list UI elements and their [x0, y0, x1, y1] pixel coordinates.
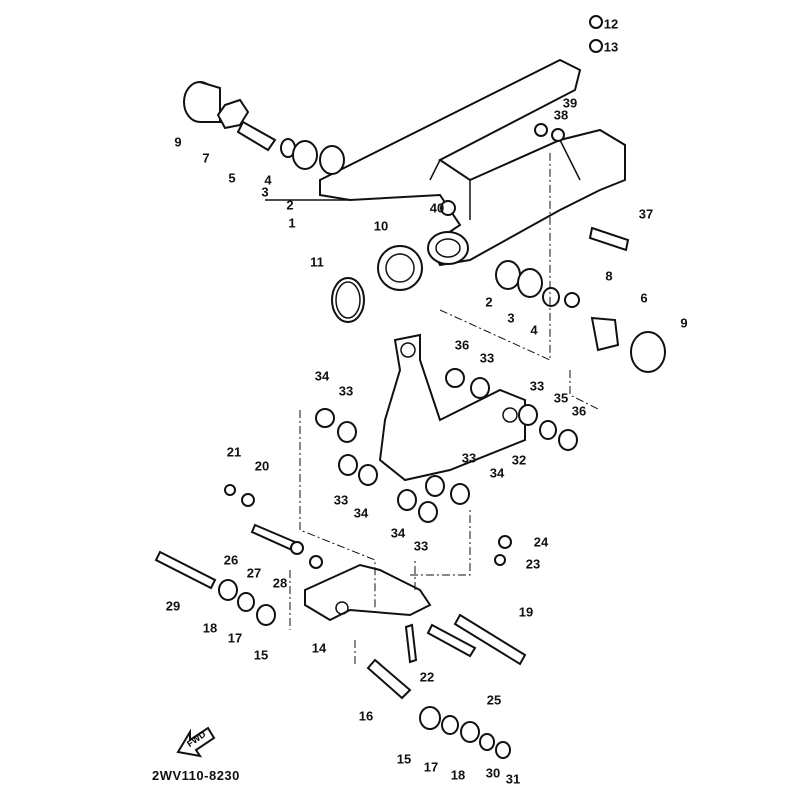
- callout-40: 40: [429, 200, 445, 216]
- callout-36: 36: [454, 337, 470, 353]
- callout-28: 28: [272, 575, 288, 591]
- callout-21: 21: [226, 444, 242, 460]
- callout-16: 16: [358, 708, 374, 724]
- callout-14: 14: [311, 640, 327, 656]
- callout-34: 34: [314, 368, 330, 384]
- callout-36: 36: [571, 403, 587, 419]
- callout-5: 5: [228, 170, 236, 186]
- callout-4: 4: [530, 322, 538, 338]
- seal-and-collar: [331, 245, 423, 323]
- swingarm: [319, 58, 626, 267]
- callout-18: 18: [202, 620, 218, 636]
- callout-25: 25: [486, 692, 502, 708]
- callout-32: 32: [511, 452, 527, 468]
- callout-39: 39: [562, 95, 578, 111]
- callout-33: 33: [529, 378, 545, 394]
- callout-29: 29: [165, 598, 181, 614]
- callout-33: 33: [333, 492, 349, 508]
- callout-33: 33: [413, 538, 429, 554]
- callout-6: 6: [640, 290, 648, 306]
- callout-20: 20: [254, 458, 270, 474]
- callout-9: 9: [174, 134, 182, 150]
- callout-34: 34: [489, 465, 505, 481]
- callout-15: 15: [396, 751, 412, 767]
- callout-1: 1: [288, 215, 296, 231]
- callout-34: 34: [390, 525, 406, 541]
- callout-9: 9: [680, 315, 688, 331]
- callout-26: 26: [223, 552, 239, 568]
- connecting-rod: [304, 563, 432, 622]
- callout-33: 33: [479, 350, 495, 366]
- callout-27: 27: [246, 565, 262, 581]
- callout-17: 17: [423, 759, 439, 775]
- callout-24: 24: [533, 534, 549, 550]
- callout-17: 17: [227, 630, 243, 646]
- callout-4: 4: [264, 172, 272, 188]
- leader-lines: [289, 150, 601, 665]
- relay-arm: [378, 333, 526, 482]
- callout-18: 18: [450, 767, 466, 783]
- right-pivot-parts: [440, 15, 666, 373]
- callout-11: 11: [310, 254, 324, 270]
- callout-2: 2: [286, 197, 294, 213]
- bolts-and-shafts: [154, 523, 527, 759]
- drawing-code: 2WV110-8230: [152, 768, 240, 783]
- callout-38: 38: [553, 107, 569, 123]
- callout-3: 3: [507, 310, 515, 326]
- callout-35: 35: [553, 390, 569, 406]
- callout-34: 34: [353, 505, 369, 521]
- bushings: [224, 368, 578, 523]
- callout-37: 37: [638, 206, 654, 222]
- callout-31: 31: [505, 771, 521, 787]
- callout-7: 7: [202, 150, 210, 166]
- callout-23: 23: [525, 556, 541, 572]
- callout-19: 19: [518, 604, 534, 620]
- callout-15: 15: [253, 647, 269, 663]
- callout-30: 30: [485, 765, 501, 781]
- callout-33: 33: [461, 450, 477, 466]
- callout-2: 2: [485, 294, 493, 310]
- callout-22: 22: [419, 669, 435, 685]
- callout-10: 10: [373, 218, 389, 234]
- callout-13: 13: [603, 39, 619, 55]
- callout-8: 8: [605, 268, 613, 284]
- callout-3: 3: [261, 184, 269, 200]
- left-pivot-parts: [183, 81, 350, 201]
- forward-arrow-icon: [176, 726, 216, 758]
- callout-12: 12: [603, 16, 619, 32]
- callout-33: 33: [338, 383, 354, 399]
